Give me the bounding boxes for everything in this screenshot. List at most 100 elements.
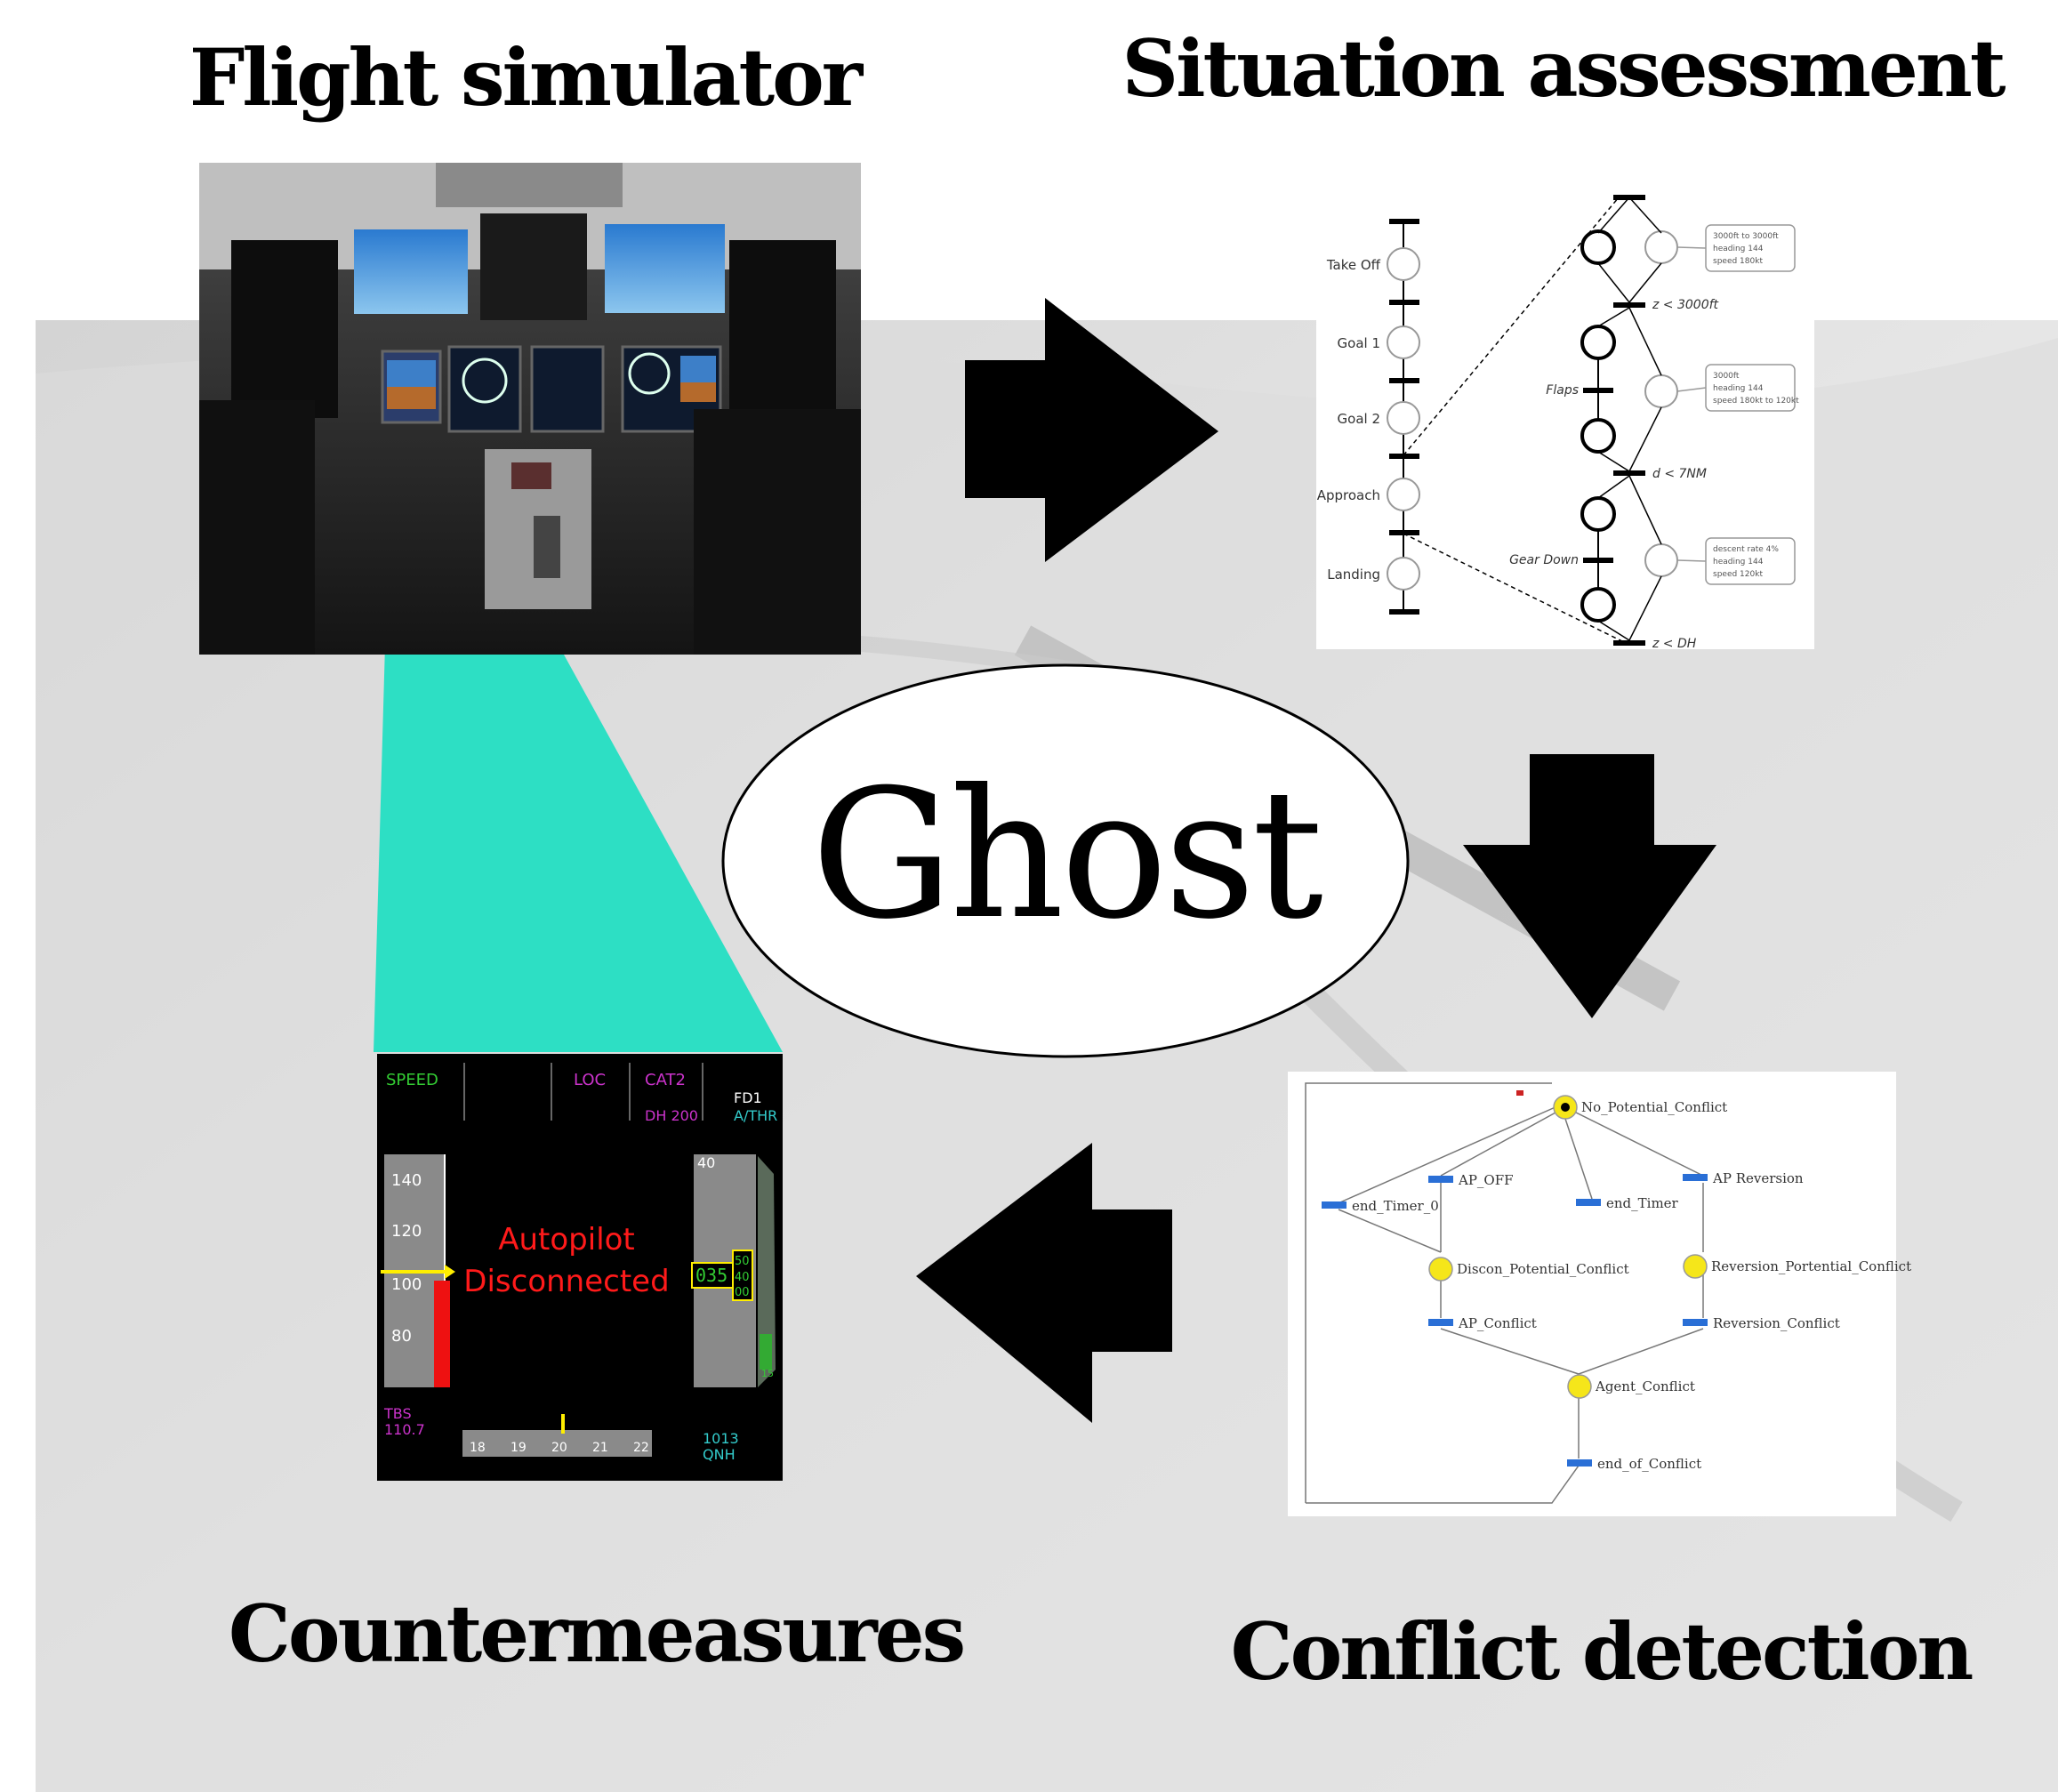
petri-left-transition (1389, 530, 1419, 535)
pfd-tbs-value: 110.7 (384, 1421, 425, 1438)
conflict-place (1567, 1374, 1592, 1399)
pfd-heading-tick: 19 (510, 1441, 527, 1455)
pfd-speed-label: SPEED (386, 1071, 438, 1089)
petri-left-transition (1389, 609, 1419, 615)
pfd-qnh-value: 1013 (703, 1430, 739, 1447)
conflict-transition-label: AP_Conflict (1458, 1315, 1537, 1331)
pfd-alert-line1: Autopilot (498, 1222, 635, 1258)
pfd-tbs-label: TBS (383, 1405, 412, 1422)
title-countermeasures: Countermeasures (229, 1587, 963, 1680)
pfd-heading-tape (462, 1430, 652, 1457)
petri-info-line: 3000ft to 3000ft (1713, 232, 1779, 241)
petri-left-place (1387, 557, 1420, 591)
pfd-cat-label: CAT2 (645, 1071, 686, 1089)
petri-left-transition (1389, 378, 1419, 383)
title-situation-assessment: Situation assessment (1122, 22, 2006, 115)
petri-transition-label: z < 3000ft (1652, 298, 1719, 312)
conflict-place (1428, 1257, 1453, 1282)
ghost-ellipse (721, 663, 1410, 1058)
pfd-heading-tick: 21 (592, 1441, 608, 1455)
petri-right-place (1580, 496, 1616, 532)
pfd-athr-label: A/THR (734, 1107, 777, 1124)
petri-left-label: Goal 2 (1338, 411, 1380, 427)
pfd-fd-label: FD1 (734, 1089, 762, 1106)
petri-info-line: heading 144 (1713, 384, 1764, 393)
petri-transition-label: z < DH (1652, 637, 1697, 651)
petri-left-place (1387, 478, 1420, 511)
pfd-speed-tick: 80 (391, 1327, 412, 1346)
windshield-right (605, 224, 725, 313)
petri-left-label: Take Off (1326, 257, 1381, 273)
conflict-place-label: Reversion_Portential_Conflict (1711, 1258, 1911, 1274)
petri-right-transition (1613, 302, 1645, 308)
windshield-left (354, 229, 468, 314)
petri-side-label: Flaps (1546, 383, 1579, 398)
title-flight-simulator: Flight simulator (189, 31, 864, 124)
petri-right-place (1644, 543, 1678, 577)
ghost-label: Ghost (811, 751, 1322, 959)
petri-left-label: Goal 1 (1338, 335, 1380, 351)
pfd-alt-side-2: 40 (735, 1271, 750, 1284)
petri-left-transition (1389, 219, 1419, 224)
conflict-transition-label: end_Timer_0 (1352, 1198, 1439, 1214)
petri-side-label: Gear Down (1509, 553, 1579, 567)
petri-right-place (1580, 587, 1616, 623)
pfd-speed-tick: 140 (391, 1171, 422, 1190)
pfd-alt-side-3: 00 (735, 1286, 750, 1299)
pfd-loc-label: LOC (574, 1071, 606, 1089)
conflict-transition-label: end_of_Conflict (1597, 1456, 1701, 1472)
pfd-heading-tick: 18 (470, 1441, 486, 1455)
pfd-heading-tick: 22 (633, 1441, 649, 1455)
petri-info-line: descent rate 4% (1713, 545, 1779, 554)
petri-info-line: speed 180kt to 120kt (1713, 397, 1799, 406)
pfd-alt-side-1: 50 (735, 1255, 750, 1268)
arrow-down (1463, 754, 1716, 1018)
pfd-display: SPEED LOC CAT2 DH 200 FD1 A/THR 140 120 10… (377, 1054, 783, 1481)
cockpit-photo (199, 163, 861, 655)
conflict-transition (1428, 1176, 1453, 1183)
petri-info-line: heading 144 (1713, 245, 1764, 253)
arrow-left (916, 1143, 1172, 1423)
petri-left-place (1387, 401, 1420, 435)
pfd-speed-tick: 120 (391, 1222, 422, 1241)
petri-right-place (1580, 418, 1616, 454)
conflict-transition-label: AP_OFF (1458, 1172, 1514, 1188)
petri-info-line: heading 144 (1713, 558, 1764, 567)
conflict-transition (1576, 1199, 1601, 1206)
pfd-small-num: 15 (761, 1368, 774, 1379)
petri-left-place (1387, 247, 1420, 281)
pfd-speed-trend-bar (434, 1281, 450, 1387)
petri-right-transition (1613, 470, 1645, 476)
conflict-transition (1567, 1459, 1592, 1467)
petri-left-label: Landing (1327, 567, 1380, 583)
pfd-speed-tick: 100 (391, 1275, 422, 1294)
petri-left-transition (1389, 300, 1419, 305)
conflict-transition-label: Reversion_Conflict (1713, 1315, 1840, 1331)
petri-info-line: speed 120kt (1713, 570, 1763, 579)
pfd-qnh-label: QNH (703, 1446, 736, 1463)
petri-info-line: speed 180kt (1713, 257, 1763, 266)
pfd-dh-label: DH 200 (645, 1107, 698, 1124)
conflict-transition (1683, 1174, 1708, 1181)
pfd-alert-line2: Disconnected (463, 1264, 669, 1299)
petri-right-transition (1613, 640, 1645, 646)
petri-left-place (1387, 325, 1420, 359)
conflict-transition (1683, 1319, 1708, 1326)
conflict-detection-panel: No_Potential_ConflictDiscon_Potential_Co… (1288, 1072, 1911, 1516)
petri-right-place (1644, 374, 1678, 408)
conflict-transition (1428, 1319, 1453, 1326)
conflict-place-label: Agent_Conflict (1595, 1378, 1695, 1394)
petri-transition-label: d < 7NM (1652, 467, 1707, 481)
conflict-place-label: Discon_Potential_Conflict (1457, 1261, 1629, 1277)
conflict-transition-label: end_Timer (1606, 1195, 1679, 1211)
pfd-alt-value: 035 (695, 1265, 728, 1286)
petri-right-place (1580, 229, 1616, 265)
pfd-alt-top: 40 (697, 1154, 715, 1171)
petri-left-label: Approach (1317, 487, 1380, 503)
title-conflict-detection: Conflict detection (1231, 1605, 1973, 1698)
petri-left-transition (1389, 454, 1419, 459)
conflict-place (1683, 1254, 1708, 1279)
petri-right-place (1644, 230, 1678, 264)
